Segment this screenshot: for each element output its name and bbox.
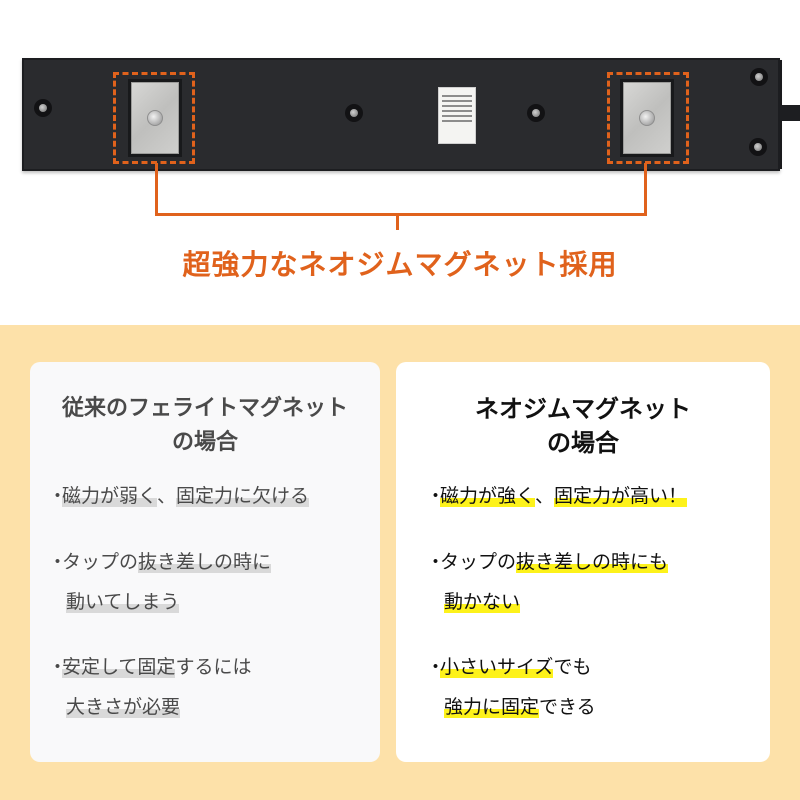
power-cable bbox=[780, 105, 800, 121]
screw-icon bbox=[750, 68, 768, 86]
left-magnet-highlight-box bbox=[113, 72, 195, 164]
callout-line-left bbox=[155, 163, 158, 216]
headline: 超強力なネオジムマグネット採用 bbox=[182, 248, 618, 281]
bullet-item: ・磁力が強く、固定力が高い！ bbox=[426, 485, 688, 507]
bullet-item: ・小さいサイズでも 強力に固定できる bbox=[426, 656, 596, 718]
right-neodymium-magnet bbox=[620, 79, 674, 157]
left-neodymium-magnet bbox=[128, 79, 182, 157]
neodymium-magnet-card: ネオジムマグネット の場合 ・磁力が強く、固定力が高い！ ・タップの抜き差しの時… bbox=[396, 362, 770, 762]
rating-label-sticker bbox=[438, 87, 476, 144]
bullet-item: ・タップの抜き差しの時にも 動かない bbox=[426, 551, 669, 613]
product-photo: 超強力なネオジムマグネット採用 bbox=[0, 0, 800, 325]
ferrite-magnet-card: 従来のフェライトマグネット の場合 ・磁力が弱く、固定力に欠ける ・タップの抜き… bbox=[30, 362, 380, 762]
card-title: ネオジムマグネット の場合 bbox=[475, 395, 691, 457]
screw-icon bbox=[527, 104, 545, 122]
magnet-screw-icon bbox=[639, 110, 655, 126]
callout-line-center bbox=[396, 213, 399, 230]
screw-icon bbox=[34, 99, 52, 117]
callout-line-horizontal bbox=[155, 213, 647, 216]
bullet-item: ・安定して固定するには 大きさが必要 bbox=[48, 656, 252, 718]
bullet-item: ・タップの抜き差しの時に 動いてしまう bbox=[48, 551, 272, 613]
screw-icon bbox=[749, 138, 767, 156]
bullet-item: ・磁力が弱く、固定力に欠ける bbox=[48, 485, 310, 507]
right-magnet-highlight-box bbox=[607, 72, 689, 164]
card-title: 従来のフェライトマグネット の場合 bbox=[61, 396, 348, 455]
callout-line-right bbox=[644, 163, 647, 216]
magnet-screw-icon bbox=[147, 110, 163, 126]
screw-icon bbox=[345, 104, 363, 122]
comparison-section: 従来のフェライトマグネット の場合 ・磁力が弱く、固定力に欠ける ・タップの抜き… bbox=[0, 325, 800, 800]
